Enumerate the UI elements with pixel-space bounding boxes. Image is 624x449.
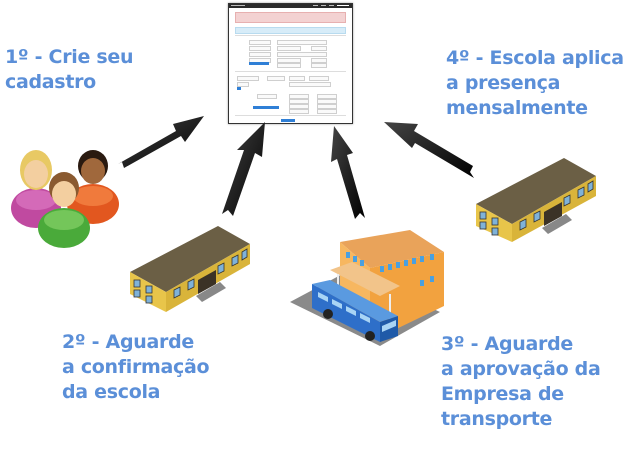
step-3-line-2: a aprovação da [441,358,601,380]
step-1-label: 1º - Crie seu cadastro [5,45,134,95]
step-3-line-4: transporte [441,408,553,430]
step-3-line-1: 3º - Aguarde [441,333,573,355]
arrow-step-1 [118,116,204,168]
form-alert-box [235,12,346,23]
school-building-icon [130,226,250,312]
arrow-step-3 [331,126,365,219]
arrow-step-4 [384,122,474,178]
registration-form-screenshot [228,3,353,124]
bus-station-icon [290,230,444,346]
step-2-label: 2º - Aguarde a confirmação da escola [62,330,210,405]
arrow-step-2 [222,122,265,216]
step-3-label: 3º - Aguarde a aprovação da Empresa de t… [441,332,601,432]
step-4-line-3: mensalmente [446,97,588,119]
step-4-label: 4º - Escola aplica a presença mensalment… [446,46,624,121]
step-3-line-3: Empresa de [441,383,564,405]
step-4-line-1: 4º - Escola aplica [446,47,624,69]
step-4-line-2: a presença [446,72,561,94]
step-1-line-1: 1º - Crie seu [5,46,134,68]
people-icon [11,150,119,248]
school-building-icon [476,158,596,242]
arrows-layer [118,116,474,219]
step-2-line-3: da escola [62,381,161,403]
step-2-line-2: a confirmação [62,356,210,378]
form-top-bar [229,4,352,8]
form-info-bar [235,27,346,34]
step-2-line-1: 2º - Aguarde [62,331,194,353]
step-1-line-2: cadastro [5,71,96,93]
